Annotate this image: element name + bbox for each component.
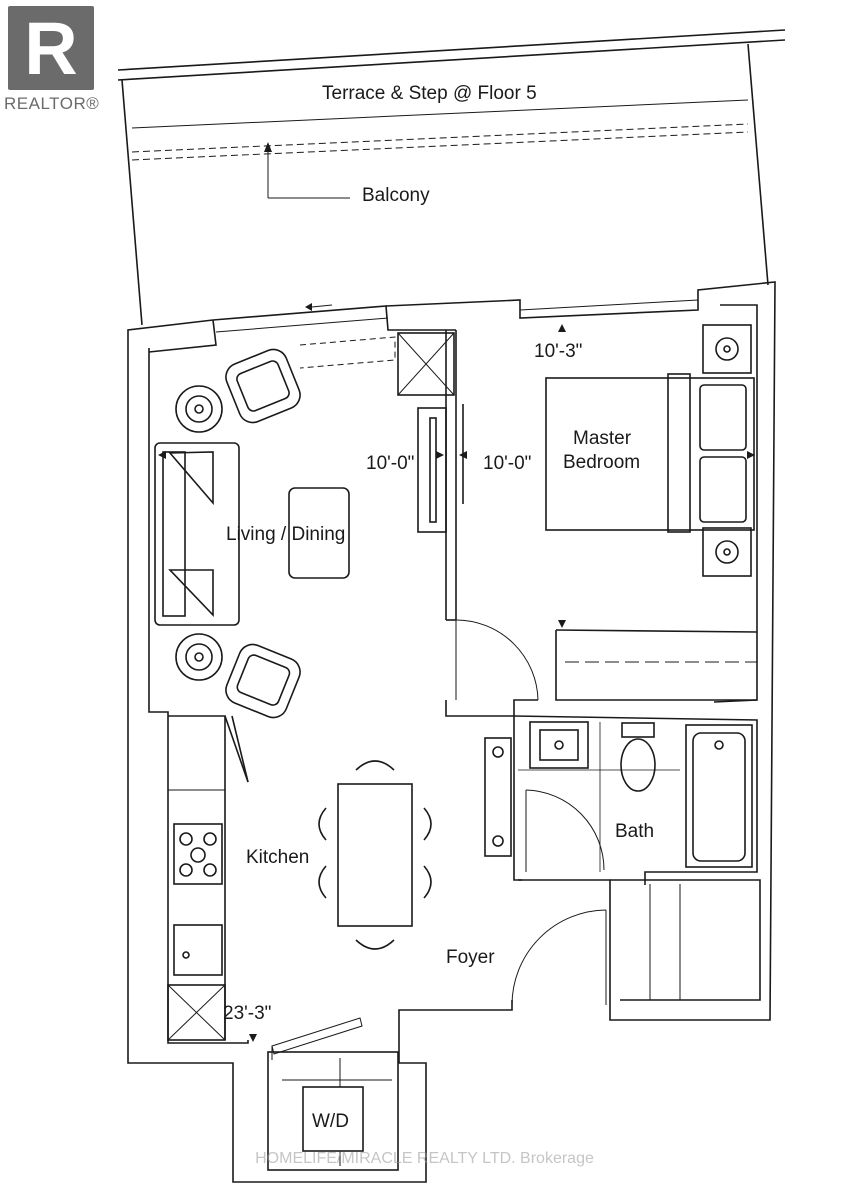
master-bedroom-label-1: Master [573, 428, 632, 449]
exterior-wall [127, 281, 776, 1183]
logo-mark [8, 6, 94, 90]
dimension-markers [158, 324, 755, 1042]
laundry-closet [267, 1051, 399, 1171]
bathroom-fixtures [484, 721, 753, 872]
foyer-label: Foyer [446, 947, 495, 968]
master-bedroom-label-2: Bedroom [563, 452, 640, 473]
balcony-label: Balcony [362, 185, 430, 206]
terrace-label: Terrace & Step @ Floor 5 [322, 83, 537, 104]
balcony-outline [117, 29, 786, 326]
bedroom-dim: 10'-0" [483, 453, 531, 474]
armchairs [225, 348, 301, 719]
kitchen-label: Kitchen [246, 847, 309, 868]
nightstands [702, 324, 752, 577]
logo-wordmark: REALTOR® [4, 94, 100, 113]
length-dim: 23'-3" [223, 1003, 271, 1024]
wd-label: W/D [312, 1111, 349, 1132]
interior-walls [397, 330, 761, 1001]
brokerage-watermark: HOMELIFE/MIRACLE REALTY LTD. Brokerage [255, 1150, 594, 1167]
logo-letter: R [24, 7, 78, 90]
doors [271, 619, 607, 1060]
coffee-table [288, 487, 350, 579]
bath-label: Bath [615, 821, 654, 842]
bed [545, 373, 755, 533]
bedroom-width-dim: 10'-3" [534, 341, 582, 362]
dining-set [318, 760, 432, 950]
kitchen-counter [167, 715, 249, 1041]
side-tables [175, 385, 223, 681]
realtor-logo: R REALTOR® [4, 4, 99, 116]
window-dash [299, 336, 396, 369]
living-dim: 10'-0" [366, 453, 414, 474]
tv-console [417, 404, 464, 533]
sofa [154, 442, 240, 626]
living-dining-label: Living / Dining [226, 524, 345, 545]
